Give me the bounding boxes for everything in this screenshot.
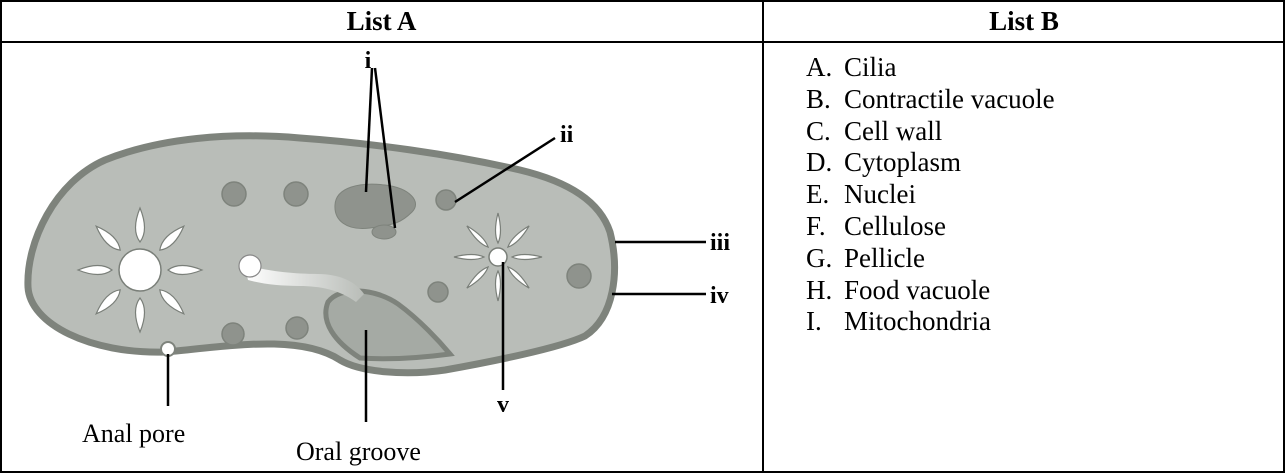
list-b-item-text: Cell wall: [844, 115, 943, 146]
list-b-item-text: Cytoplasm: [844, 147, 962, 178]
gullet: [244, 264, 364, 302]
paramecium-diagram: i ii iii iv v Anal pore Oral groove: [24, 48, 730, 466]
organelle: [427, 281, 449, 303]
list-b-item-letter: F.: [806, 210, 826, 241]
micronucleus: [371, 224, 397, 240]
list-b-item-letter: D.: [806, 147, 833, 178]
list-b-item: D. Cytoplasm: [778, 147, 1055, 179]
list-b-item-text: Pellicle: [844, 242, 925, 273]
list-b-item: G. Pellicle: [778, 243, 1055, 275]
list-b-item-letter: A.: [806, 52, 833, 82]
radiating-canal: [76, 264, 113, 276]
radiating-canal: [159, 225, 185, 251]
radiating-canal: [159, 289, 185, 315]
organelle: [283, 181, 309, 207]
contractile-vacuole-left: [76, 206, 204, 334]
list-b-item-text: Contractile vacuole: [844, 83, 1055, 114]
leader-lines: [166, 67, 706, 422]
list-b-item-text: Mitochondria: [844, 306, 991, 337]
radiating-canal: [466, 265, 490, 289]
oral-groove-pocket: [323, 288, 455, 362]
organelle: [566, 263, 592, 289]
radiating-canal: [494, 269, 502, 302]
list-b-header: List B: [989, 5, 1059, 36]
list-b-item-letter: C.: [806, 115, 831, 146]
list-b-item-text: Cilia: [844, 52, 897, 82]
list-a-header: List A: [346, 5, 417, 36]
label-ii: ii: [560, 122, 574, 148]
list-b-item-text: Cellulose: [844, 210, 946, 241]
radiating-canal: [466, 225, 490, 249]
label-iii: iii: [710, 230, 730, 256]
radiating-canal: [510, 253, 543, 261]
list-b-item-text: Nuclei: [844, 179, 916, 210]
label-iv: iv: [710, 283, 729, 309]
list-b-item-letter: E.: [806, 179, 830, 210]
macronucleus: [334, 183, 417, 229]
food-vacuole-forming: [238, 254, 262, 278]
list-b-item: I. Mitochondria: [778, 306, 1055, 338]
organelle-group: [221, 181, 592, 346]
radiating-canal: [494, 212, 502, 245]
list-b-item-letter: G.: [806, 242, 833, 273]
radiating-canal: [506, 265, 530, 289]
radiating-canal: [167, 264, 204, 276]
radiating-canal: [506, 225, 530, 249]
list-b-item: B. Contractile vacuole: [778, 84, 1055, 116]
label-oral-groove: Oral groove: [296, 437, 421, 466]
radiating-canal: [134, 297, 146, 334]
organelle: [285, 316, 309, 340]
organelle: [221, 322, 245, 346]
radiating-canal: [453, 253, 486, 261]
vacuole-center: [118, 248, 162, 292]
radiating-canal: [95, 289, 121, 315]
radiating-canal: [134, 206, 146, 243]
list-b-item: E. Nuclei: [778, 179, 1055, 211]
list-b-item: C. Cell wall: [778, 116, 1055, 148]
list-b-item-letter: H.: [806, 274, 833, 305]
label-v: v: [497, 392, 509, 418]
label-anal-pore: Anal pore: [82, 419, 185, 448]
radiating-canal: [95, 225, 121, 251]
contractile-vacuole-right: [453, 212, 543, 302]
list-b-item-text: Food vacuole: [844, 274, 991, 305]
list-b-item-letter: I.: [806, 306, 822, 337]
organelle: [435, 189, 457, 211]
list-b-item: H. Food vacuole: [778, 275, 1055, 307]
organelle: [221, 181, 247, 207]
label-i: i: [365, 48, 372, 74]
list-b-item: F. Cellulose: [778, 211, 1055, 243]
anal-pore: [160, 341, 176, 357]
vacuole-center: [488, 247, 508, 267]
list-b-item: A. Cilia: [778, 52, 1055, 84]
list-b-item-letter: B.: [806, 83, 831, 114]
